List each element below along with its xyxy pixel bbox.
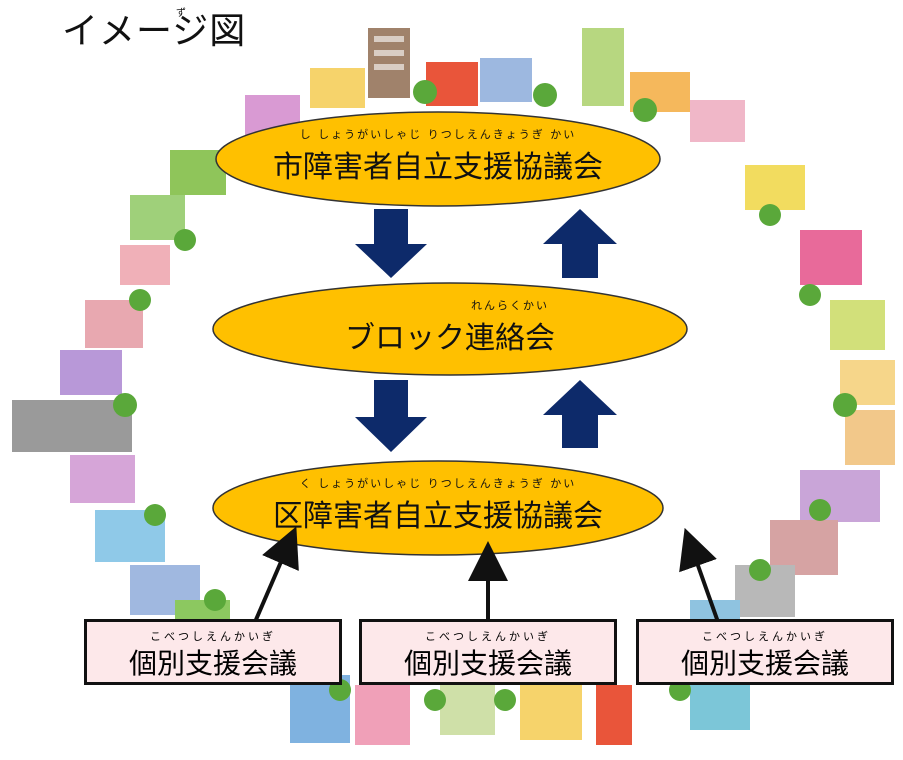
building xyxy=(520,685,582,740)
building xyxy=(745,165,805,210)
building xyxy=(355,685,410,745)
diagram-title-ruby: ず xyxy=(176,8,186,19)
ward-council-ruby: く しょうがいしゃじ りつしえんきょうぎ かい xyxy=(299,477,577,490)
building xyxy=(12,400,132,452)
building xyxy=(130,195,185,240)
individual-meeting-box-1: こべつしえんかいぎ 個別支援会議 xyxy=(84,619,342,685)
up-arrow-block-to-city xyxy=(543,209,617,278)
arrow-meeting-1-to-ward xyxy=(253,526,299,623)
city-buildings-ring xyxy=(12,28,895,745)
arrow-meeting-3-to-ward xyxy=(679,527,720,623)
block-meeting-ellipse xyxy=(212,282,688,376)
city-council-ruby: し しょうがいしゃじ りつしえんきょうぎ かい xyxy=(299,128,577,141)
building xyxy=(310,68,365,108)
city-council-ellipse xyxy=(215,111,661,207)
building xyxy=(480,58,532,102)
up-arrow-ward-to-block xyxy=(543,380,617,448)
down-arrow-city-to-block xyxy=(355,209,427,278)
building xyxy=(440,685,495,735)
individual-meeting-label: 個別支援会議 xyxy=(680,647,849,680)
individual-meeting-box-3: こべつしえんかいぎ 個別支援会議 xyxy=(636,619,894,685)
individual-meeting-label: 個別支援会議 xyxy=(403,647,572,680)
diagram-title: イメージ図 xyxy=(62,11,247,52)
block-meeting-ruby: れんらくかい xyxy=(471,299,549,312)
down-arrow-block-to-ward xyxy=(355,380,427,452)
building xyxy=(845,410,895,465)
city-council-node: し しょうがいしゃじ りつしえんきょうぎ かい 市障害者自立支援協議会 xyxy=(216,126,660,186)
city-council-label: 市障害者自立支援協議会 xyxy=(273,150,603,185)
building xyxy=(70,455,135,503)
building xyxy=(60,350,122,395)
ward-council-label: 区障害者自立支援協議会 xyxy=(273,499,603,534)
individual-meeting-box-2: こべつしえんかいぎ 個別支援会議 xyxy=(359,619,617,685)
individual-meeting-ruby: こべつしえんかいぎ xyxy=(702,630,828,643)
individual-meeting-ruby: こべつしえんかいぎ xyxy=(425,630,551,643)
building xyxy=(582,28,624,106)
building xyxy=(120,245,170,285)
ward-council-node: く しょうがいしゃじ りつしえんきょうぎ かい 区障害者自立支援協議会 xyxy=(213,475,663,535)
building xyxy=(800,230,862,285)
building xyxy=(690,100,745,142)
individual-meeting-label: 個別支援会議 xyxy=(128,647,297,680)
individual-meeting-ruby: こべつしえんかいぎ xyxy=(150,630,276,643)
building xyxy=(596,685,632,745)
ward-council-ellipse xyxy=(212,460,664,556)
building xyxy=(830,300,885,350)
block-meeting-label: ブロック連絡会 xyxy=(345,321,555,356)
block-meeting-node: れんらくかい ブロック連絡会 xyxy=(213,297,687,357)
